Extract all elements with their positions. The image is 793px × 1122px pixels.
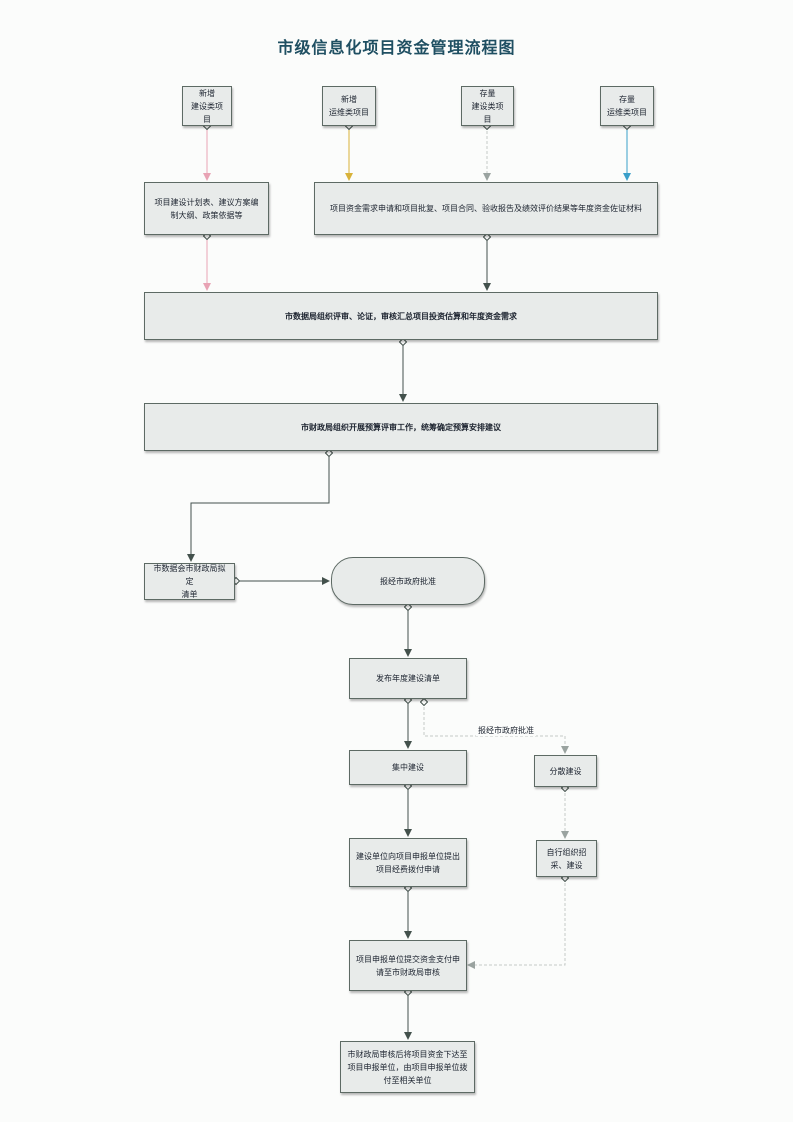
edge-procure-to-submit	[468, 878, 565, 965]
node-unit-apply: 建设单位向项目申报单位提出项目经费拨付申请	[349, 838, 467, 887]
node-new-operation: 新增 运维类项目	[322, 86, 376, 126]
node-construction-plan: 项目建设计划表、建议方案编制大纲、政策依据等	[144, 182, 269, 235]
node-data-bureau-review: 市数据局组织评审、论证，审核汇总项目投资估算和年度资金需求	[144, 292, 658, 340]
edge-publish-to-decentralized	[424, 702, 565, 753]
edge-label-gov-approval: 报经市政府批准	[476, 725, 536, 736]
node-existing-construction: 存量 建设类项目	[461, 86, 514, 126]
node-fund-application: 项目资金需求申请和项目批复、项目合同、验收报告及绩效评价结果等年度资金佐证材料	[314, 182, 658, 235]
node-self-procure: 自行组织招 采、建设	[536, 840, 597, 877]
node-submit-payment: 项目申报单位提交资金支付申请至市财政局审核	[349, 940, 467, 991]
edge-budget-to-draft	[191, 453, 329, 561]
node-publish-list: 发布年度建设清单	[349, 658, 467, 699]
node-gov-approval: 报经市政府批准	[331, 557, 485, 605]
node-new-construction: 新增 建设类项目	[182, 86, 232, 126]
node-final-disburse: 市财政局审核后将项目资金下达至项目申报单位，由项目申报单位拨付至相关单位	[340, 1041, 475, 1093]
node-centralized: 集中建设	[349, 750, 467, 785]
node-existing-operation: 存量 运维类项目	[600, 86, 654, 126]
node-draft-list: 市数据会市财政局拟定 清单	[144, 563, 235, 600]
page-title: 市级信息化项目资金管理流程图	[277, 38, 516, 57]
node-decentralized: 分散建设	[534, 755, 597, 787]
node-finance-bureau-budget: 市财政局组织开展预算评审工作，统筹确定预算安排建议	[144, 403, 658, 451]
